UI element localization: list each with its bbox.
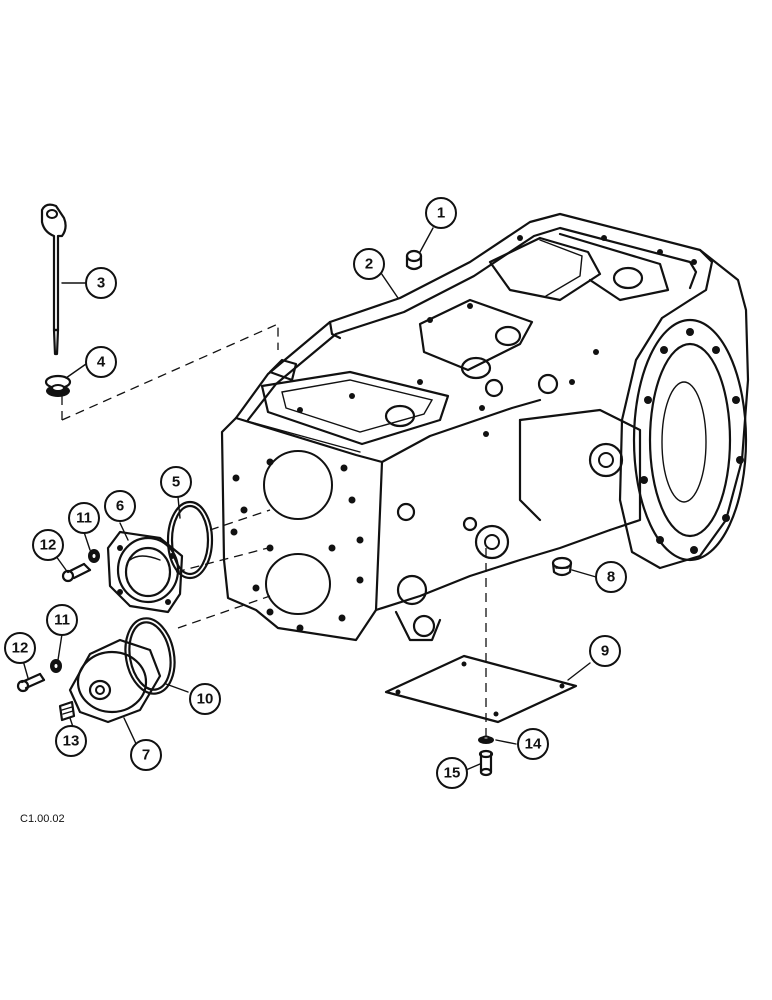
part-11-washers bbox=[50, 549, 100, 673]
callout-6: 6 bbox=[104, 490, 136, 522]
callout-14: 14 bbox=[517, 728, 549, 760]
callout-11-upper: 11 bbox=[68, 502, 100, 534]
svg-text:13: 13 bbox=[63, 733, 80, 750]
callout-3: 3 bbox=[85, 267, 117, 299]
part-5-gasket-ring bbox=[166, 500, 214, 580]
assembly-guide-lines bbox=[61, 322, 487, 736]
callout-9: 9 bbox=[589, 635, 621, 667]
callout-5: 5 bbox=[160, 466, 192, 498]
svg-text:1: 1 bbox=[437, 205, 445, 222]
svg-text:12: 12 bbox=[12, 640, 29, 657]
svg-text:11: 11 bbox=[76, 510, 92, 527]
callout-1: 1 bbox=[425, 197, 457, 229]
callout-11-lower: 11 bbox=[46, 604, 78, 636]
svg-text:2: 2 bbox=[365, 256, 373, 273]
callout-7: 7 bbox=[130, 739, 162, 771]
part-8-drain-plug bbox=[551, 556, 573, 577]
svg-text:8: 8 bbox=[607, 569, 615, 586]
part-6-bearing-cover bbox=[106, 530, 184, 614]
svg-text:12: 12 bbox=[40, 537, 57, 554]
callout-8: 8 bbox=[595, 561, 627, 593]
part-7-end-cap bbox=[68, 638, 162, 724]
svg-text:4: 4 bbox=[97, 354, 106, 371]
part-10-o-ring bbox=[124, 617, 176, 695]
part-9-bottom-cover-plate bbox=[384, 654, 578, 724]
part-12-bolts bbox=[16, 562, 92, 693]
part-14-washer bbox=[478, 735, 494, 744]
callout-10: 10 bbox=[189, 683, 221, 715]
part-13-grease-nipple bbox=[58, 700, 76, 722]
callout-15: 15 bbox=[436, 757, 468, 789]
callout-12-upper: 12 bbox=[32, 529, 64, 561]
callout-13: 13 bbox=[55, 725, 87, 757]
svg-text:11: 11 bbox=[54, 612, 70, 629]
callout-4: 4 bbox=[85, 346, 117, 378]
svg-text:5: 5 bbox=[172, 474, 180, 491]
svg-text:3: 3 bbox=[97, 275, 105, 292]
svg-text:7: 7 bbox=[142, 747, 150, 764]
svg-text:10: 10 bbox=[197, 691, 214, 708]
callouts: 1 2 3 4 5 6 7 8 bbox=[4, 197, 627, 789]
part-3-dipstick bbox=[40, 203, 67, 356]
svg-text:6: 6 bbox=[116, 498, 124, 515]
callout-2: 2 bbox=[353, 248, 385, 280]
part-15-bolt bbox=[478, 749, 494, 777]
part-1-plug bbox=[405, 249, 423, 271]
svg-text:15: 15 bbox=[444, 765, 461, 782]
figure-reference-code: C1.00.02 bbox=[20, 813, 65, 825]
callout-12-lower: 12 bbox=[4, 632, 36, 664]
transmission-housing bbox=[220, 212, 750, 642]
svg-text:14: 14 bbox=[525, 736, 542, 753]
svg-text:9: 9 bbox=[601, 643, 609, 660]
part-4-seal-washer bbox=[44, 374, 72, 397]
